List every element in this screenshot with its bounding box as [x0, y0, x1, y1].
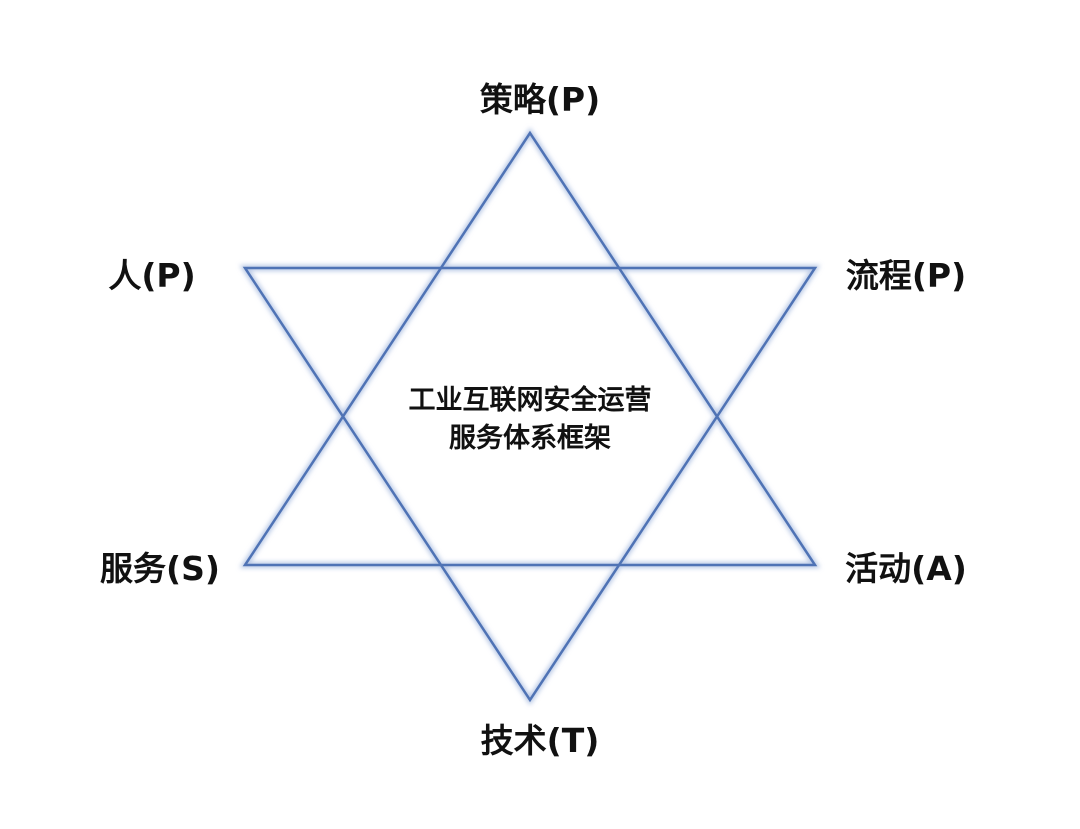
label-process: 流程(P): [845, 256, 967, 295]
framework-title-line-1: 工业互联网安全运营: [408, 385, 652, 416]
label-technology: 技术(T): [480, 721, 600, 760]
label-service: 服务(S): [100, 549, 220, 588]
upward-triangle: [242, 130, 818, 567]
label-people: 人(P): [108, 256, 196, 295]
framework-title-line-2: 服务体系框架: [449, 423, 611, 454]
downward-triangle: [242, 266, 818, 703]
label-strategy: 策略(P): [479, 80, 601, 119]
framework-title: 工业互联网安全运营 服务体系框架: [409, 382, 652, 458]
label-activity: 活动(A): [845, 549, 967, 588]
